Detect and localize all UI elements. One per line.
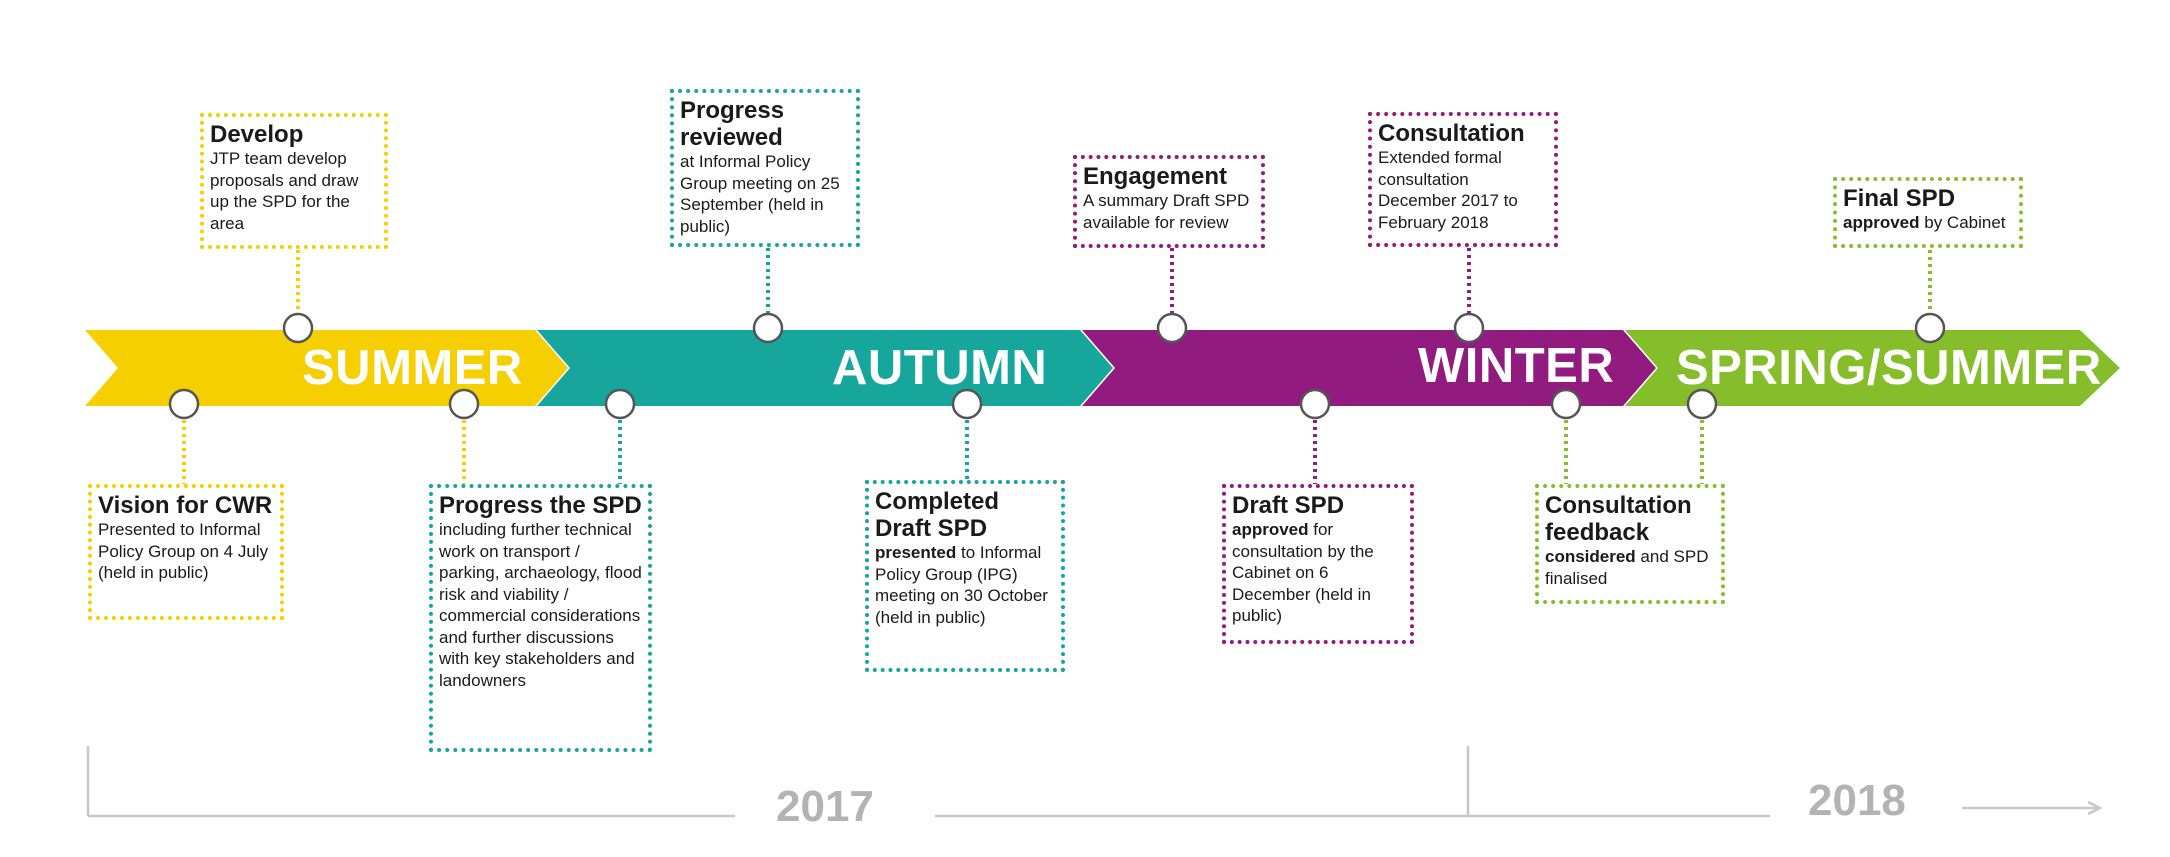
consultation-node [1453, 312, 1485, 344]
year-label-2017: 2017 [776, 782, 874, 831]
event-title: Final SPD [1843, 185, 1956, 212]
event-emphasis: considered [1545, 547, 1636, 566]
event-title: Vision for CWR [98, 492, 273, 519]
progress-spd-node-summer [448, 388, 480, 420]
event-title: Consultation feedback [1545, 492, 1692, 546]
progress-reviewed-node [752, 312, 784, 344]
event-title: Completed Draft SPD [875, 488, 1000, 542]
consultation-feedback-node-spring [1686, 388, 1718, 420]
event-title: Progress reviewed [680, 97, 785, 151]
consultation-feedback-node-winter [1550, 388, 1582, 420]
event-description-rest: by Cabinet [1919, 213, 2006, 232]
event-title: Develop [210, 121, 304, 148]
event-box-final-spd: Final SPD approved by Cabinet [1833, 177, 2023, 248]
vision-node [168, 388, 200, 420]
final-spd-node [1914, 312, 1946, 344]
winter-chevron [1082, 330, 1656, 406]
event-title: Draft SPD [1232, 492, 1345, 519]
event-description: Presented to Informal Policy Group on 4 … [98, 520, 269, 582]
event-description: including further technical work on tran… [439, 520, 642, 690]
event-box-vision: Vision for CWR Presented to Informal Pol… [88, 484, 284, 620]
event-description-rest: for consultation by the Cabinet on 6 Dec… [1232, 520, 1374, 625]
event-emphasis: approved [1232, 520, 1309, 539]
event-title: Progress the SPD [439, 492, 642, 519]
completed-draft-node [951, 388, 983, 420]
event-box-completed-draft: Completed Draft SPD presented to Informa… [865, 480, 1065, 672]
spring-summer-chevron [1625, 330, 2120, 406]
year-axis-arrowhead [2087, 800, 2103, 816]
develop-node [282, 312, 314, 344]
year-label-2018: 2018 [1808, 776, 1906, 825]
event-box-progress-spd: Progress the SPD including further techn… [429, 484, 652, 752]
event-title: Consultation [1378, 120, 1525, 147]
event-description: A summary Draft SPD available for review [1083, 191, 1250, 232]
event-box-engagement: Engagement A summary Draft SPD available… [1073, 155, 1265, 248]
season-label-spring-summer: SPRING/SUMMER [1676, 341, 2102, 395]
draft-spd-node [1299, 388, 1331, 420]
event-box-develop: Develop JTP team develop proposals and d… [200, 113, 388, 249]
event-box-draft-spd: Draft SPD approved for consultation by t… [1222, 484, 1414, 644]
event-description: at Informal Policy Group meeting on 25 S… [680, 152, 840, 236]
engagement-node [1156, 312, 1188, 344]
event-description: JTP team develop proposals and draw up t… [210, 149, 359, 233]
event-description: approved by Cabinet [1843, 212, 2013, 234]
progress-spd-node-autumn [604, 388, 636, 420]
event-description-rest: to Informal Policy Group (IPG) meeting o… [875, 543, 1048, 627]
event-box-consultation: Consultation Extended formal consultatio… [1368, 112, 1558, 247]
season-label-autumn: AUTUMN [832, 341, 1048, 395]
season-label-summer: SUMMER [302, 341, 523, 395]
event-description: approved for consultation by the Cabinet… [1232, 519, 1404, 627]
event-box-progress-reviewed: Progress reviewed at Informal Policy Gro… [670, 89, 860, 247]
season-label-winter: WINTER [1418, 339, 1615, 393]
event-title: Engagement [1083, 163, 1228, 190]
event-description-rest: and SPD finalised [1545, 547, 1709, 588]
autumn-chevron [537, 330, 1113, 406]
event-emphasis: approved [1843, 213, 1920, 232]
event-box-consultation-feedback: Consultation feedback considered and SPD… [1535, 484, 1725, 604]
event-description: considered and SPD finalised [1545, 546, 1715, 589]
event-description: Extended formal consultation December 20… [1378, 148, 1518, 232]
event-description: presented to Informal Policy Group (IPG)… [875, 542, 1055, 628]
summer-chevron [85, 330, 568, 406]
event-emphasis: presented [875, 543, 957, 562]
